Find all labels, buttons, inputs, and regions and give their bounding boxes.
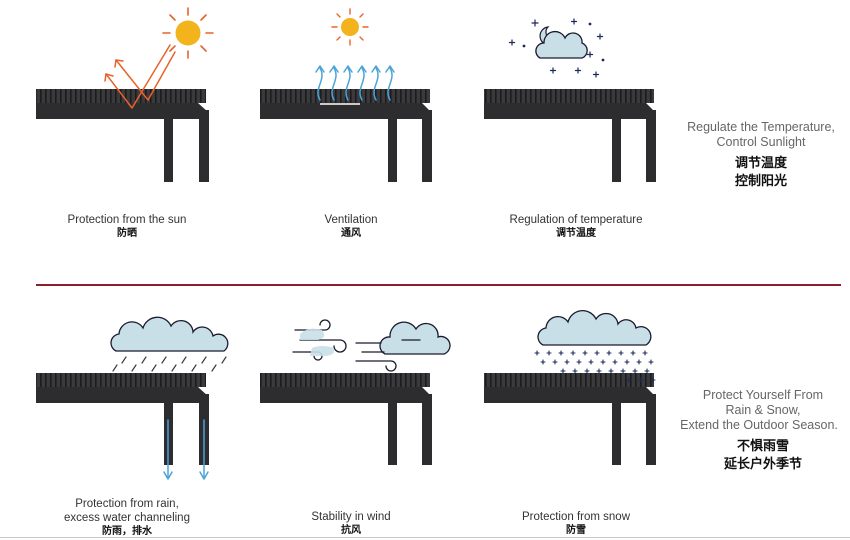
pergola-sun [36, 89, 209, 182]
pergola-temperature [484, 89, 656, 182]
caption-ventilation-en: Ventilation [324, 214, 378, 226]
caption-rain-en1: Protection from rain, [75, 498, 179, 510]
side-bottom-zh2: 延长户外季节 [723, 456, 802, 471]
wind-gust-icon [292, 319, 421, 372]
caption-snow: Protection from snow 防雪 [476, 510, 676, 538]
side-bottom-en3: Extend the Outdoor Season. [680, 418, 838, 432]
pergola-snow [484, 373, 656, 465]
pergola-wind [260, 373, 432, 465]
caption-wind-en: Stability in wind [311, 511, 391, 523]
caption-temperature: Regulation of temperature 调节温度 [476, 213, 676, 241]
side-bottom-en2: Rain & Snow, [725, 403, 801, 417]
sun-icon [162, 7, 214, 59]
water-channel-arrows-icon [163, 419, 209, 480]
snow-cloud-icon [537, 310, 652, 346]
sun-icon [331, 8, 369, 46]
side-text-top: Regulate the Temperature, Control Sunlig… [666, 120, 850, 190]
caption-temperature-zh: 调节温度 [556, 228, 596, 239]
caption-ventilation: Ventilation 通风 [251, 213, 451, 241]
reflected-rays-icon [104, 44, 176, 109]
bottom-rule [0, 537, 850, 538]
caption-rain: Protection from rain, excess water chann… [27, 497, 227, 539]
side-top-en1: Regulate the Temperature, [687, 120, 835, 134]
section-divider [36, 284, 841, 286]
rain-cloud-icon [110, 316, 229, 352]
caption-rain-en2: excess water channeling [64, 512, 190, 524]
side-text-bottom: Protect Yourself From Rain & Snow, Exten… [668, 388, 850, 473]
side-bottom-en1: Protect Yourself From [702, 388, 824, 402]
pergola-ventilation [260, 89, 432, 182]
pergola-rain [36, 373, 209, 465]
side-bottom-zh1: 不惧雨雪 [736, 438, 789, 453]
side-top-en2: Control Sunlight [716, 135, 806, 149]
rain-drops-icon [112, 356, 227, 372]
side-top-zh1: 调节温度 [734, 155, 787, 170]
caption-wind: Stability in wind 抗风 [251, 510, 451, 538]
wind-cloud-icon [379, 321, 451, 355]
caption-sun-en: Protection from the sun [67, 214, 187, 226]
caption-snow-zh: 防雪 [566, 525, 586, 536]
side-top-zh2: 控制阳光 [734, 173, 787, 188]
airflow-arrows-icon [315, 65, 395, 101]
wind-gust-fill [300, 328, 335, 356]
stars-icon [508, 18, 605, 78]
caption-temperature-en: Regulation of temperature [509, 214, 643, 226]
caption-ventilation-zh: 通风 [341, 228, 361, 239]
caption-sun: Protection from the sun 防晒 [27, 213, 227, 241]
caption-rain-zh: 防雨，排水 [102, 526, 152, 537]
snowflakes-icon [534, 350, 656, 383]
caption-sun-zh: 防晒 [117, 228, 137, 239]
caption-snow-en: Protection from snow [521, 511, 630, 523]
caption-wind-zh: 抗风 [341, 525, 361, 536]
night-cloud-icon [535, 26, 588, 59]
